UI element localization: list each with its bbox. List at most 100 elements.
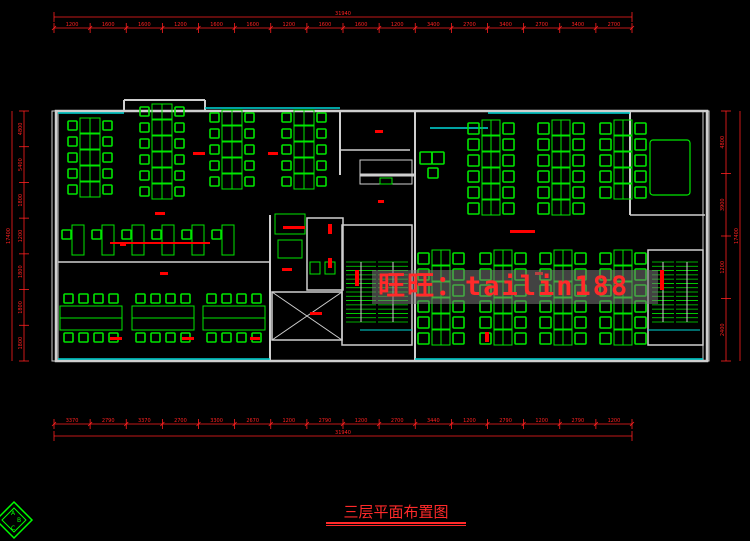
elevator-cross	[271, 291, 343, 341]
chair	[139, 106, 150, 117]
chair	[244, 144, 255, 155]
chair	[452, 252, 465, 265]
chair	[514, 316, 527, 329]
logo-inner-diamond	[1, 507, 27, 533]
dimension-slash	[593, 25, 599, 31]
chair	[67, 152, 78, 163]
chair	[467, 186, 480, 199]
chair	[135, 332, 146, 343]
desk	[562, 329, 573, 346]
desk	[551, 199, 562, 216]
logo-diamond	[0, 500, 34, 540]
desk	[440, 313, 451, 330]
desk	[490, 183, 501, 200]
chair	[174, 122, 185, 133]
chair	[431, 151, 445, 165]
east-wall	[702, 110, 710, 362]
room-label	[250, 337, 260, 340]
dimension-slash	[629, 421, 635, 427]
room-label	[375, 130, 383, 133]
desk	[481, 183, 492, 200]
desk	[231, 109, 243, 126]
west-wall	[51, 110, 59, 362]
desk	[613, 119, 624, 136]
dimension-value: 1600	[319, 22, 332, 28]
desk	[553, 313, 564, 330]
dimension-value: 1200	[463, 418, 476, 424]
desk	[161, 151, 173, 168]
chair	[452, 332, 465, 345]
dimension-value: 1200	[720, 261, 726, 274]
desk	[560, 135, 571, 152]
chair	[316, 160, 327, 171]
chair	[539, 332, 552, 345]
desk	[151, 135, 163, 152]
dimension-slash	[160, 421, 165, 427]
dimension-value: 1800	[18, 301, 24, 314]
chair	[174, 170, 185, 181]
dimension-value: 3900	[720, 198, 726, 211]
chair	[479, 316, 492, 329]
desk	[622, 135, 633, 152]
chair	[67, 120, 78, 131]
chair	[91, 229, 102, 240]
chair	[537, 170, 550, 183]
desk	[303, 109, 315, 126]
chair	[93, 293, 104, 304]
desk	[490, 167, 501, 184]
desk	[481, 135, 492, 152]
room-label	[160, 272, 168, 275]
dimension-slash	[196, 25, 201, 31]
dimension-slash	[51, 421, 57, 427]
dimension-value: 1600	[355, 22, 368, 28]
desk	[622, 183, 633, 200]
desk	[202, 317, 266, 331]
chair	[150, 293, 161, 304]
chair	[209, 176, 220, 187]
logo-letter-b: B	[17, 517, 21, 524]
chair	[135, 293, 146, 304]
desk	[131, 305, 195, 319]
desk	[151, 119, 163, 136]
dimension-value: 1200	[355, 418, 368, 424]
chair	[63, 332, 74, 343]
desk	[490, 119, 501, 136]
desk	[191, 224, 205, 256]
desk	[551, 167, 562, 184]
chair	[574, 332, 587, 345]
desk	[161, 119, 173, 136]
logo-letter-c: C	[11, 525, 15, 532]
chair	[206, 332, 217, 343]
chair	[572, 154, 585, 167]
desk	[493, 249, 504, 266]
chair	[427, 167, 439, 179]
desk	[89, 181, 101, 198]
chair	[206, 293, 217, 304]
room-label	[155, 212, 165, 215]
room-label	[355, 270, 359, 286]
chair	[479, 252, 492, 265]
dimension-value: 4800	[18, 122, 24, 135]
title-underline	[326, 522, 466, 524]
chair	[599, 154, 612, 167]
dimension-value: 4800	[720, 136, 726, 149]
desk	[89, 117, 101, 134]
chair	[174, 154, 185, 165]
title-underline-thin	[326, 525, 466, 526]
room-label	[378, 200, 384, 203]
desk	[440, 329, 451, 346]
desk	[161, 103, 173, 120]
desk	[562, 313, 573, 330]
desk	[560, 167, 571, 184]
chair	[78, 332, 89, 343]
chair	[419, 151, 433, 165]
desk	[79, 165, 91, 182]
chair	[139, 154, 150, 165]
dimension-value: 1200	[174, 22, 187, 28]
desk	[622, 167, 633, 184]
desk	[481, 199, 492, 216]
chair	[634, 122, 647, 135]
chair	[572, 138, 585, 151]
chair	[539, 252, 552, 265]
